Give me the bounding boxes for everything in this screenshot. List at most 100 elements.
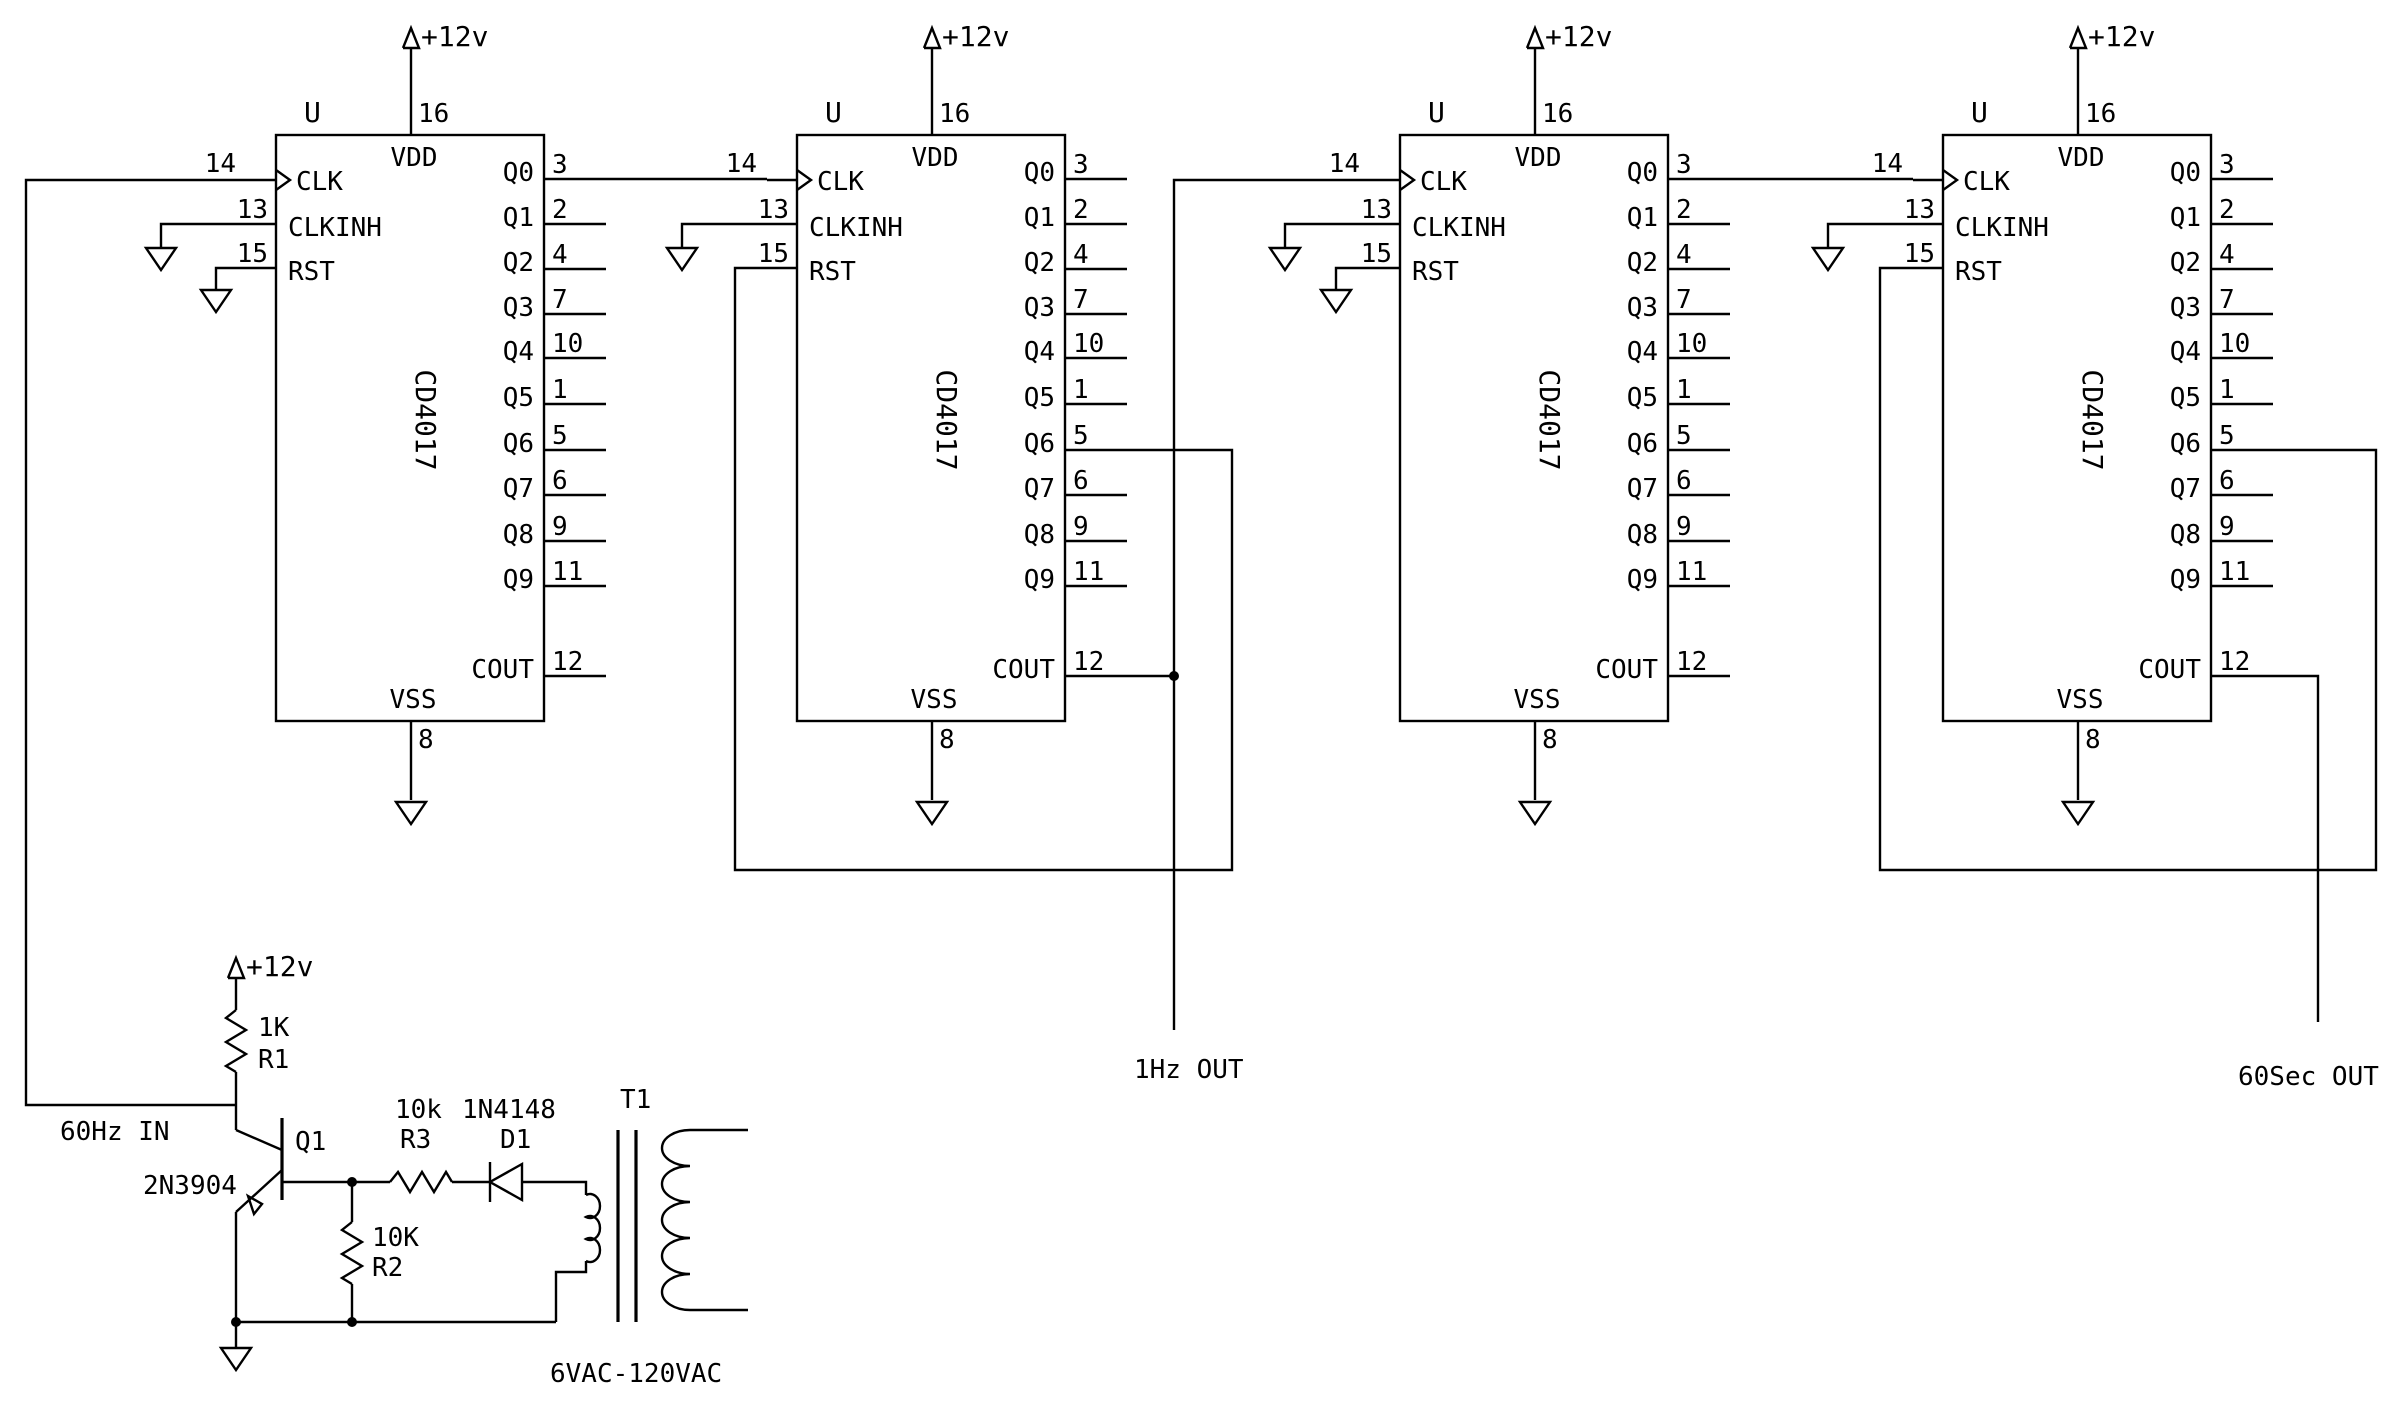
supply-arrow-head [401,24,421,50]
supply-arrow-head [1525,24,1545,50]
output-pin-number: 7 [1676,285,1692,315]
output-pin-number: 5 [2219,421,2235,451]
cout-pin-number: 12 [2219,647,2250,677]
rst-pin-label: RST [1412,257,1459,287]
clk-pin-label: CLK [296,167,343,197]
cout-pin-label: COUT [2138,655,2201,685]
clock-triangle-icon [1399,169,1417,191]
clk-pin-label: CLK [1420,167,1467,197]
output-label-q8: Q8 [1627,520,1658,550]
resistor-r3-icon [389,1169,454,1195]
output-label-q6: Q6 [1627,429,1658,459]
output-label-q2: Q2 [1024,248,1055,278]
q1-emitter-arrow-icon [245,1193,264,1217]
output-label-q2: Q2 [2170,248,2201,278]
chip-ref-label: U [1971,96,1988,129]
vss-pin-number: 8 [939,725,955,755]
chip-ref-label: U [825,96,842,129]
reset-loop-wire-4 [1878,266,2378,872]
clkinh-ground-wire [1826,222,1943,248]
power-symbols: +12v+12v+12v+12v+12v [143,20,2155,1373]
clock-input-wire [24,178,246,1107]
output-pin-number: 3 [2219,150,2235,180]
output-label-q1: Q1 [1627,203,1658,233]
output-label-q2: Q2 [503,248,534,278]
ground-icon [218,1346,254,1373]
output-label-q1: Q1 [1024,203,1055,233]
output-pin-number: 11 [1676,557,1707,587]
output-label-q0: Q0 [2170,158,2201,188]
clk-pin-label: CLK [1963,167,2010,197]
ground-triangle [198,288,234,315]
output-label-q4: Q4 [1627,337,1658,367]
output-pin-number: 5 [1073,421,1089,451]
rst-pin-number: 15 [758,239,789,269]
output-pin-number: 2 [1073,195,1089,225]
output-pin-number: 6 [1073,466,1089,496]
supply-arrow-head [2068,24,2088,50]
output-pin-number: 10 [1073,329,1104,359]
output-label-q9: Q9 [1024,565,1055,595]
ground-icon [1810,246,1846,273]
output-pin-number: 4 [552,240,568,270]
output-label-q9: Q9 [503,565,534,595]
output-label-q8: Q8 [2170,520,2201,550]
vss-pin-label: VSS [390,685,437,715]
t1-ref-label: T1 [620,1085,651,1115]
clkinh-pin-number: 13 [237,195,268,225]
clkinh-ground-wire [680,222,797,248]
ground-icon [1318,288,1354,315]
supply-voltage-label: +12v [1545,20,1612,53]
output-label-q7: Q7 [1024,474,1055,504]
output-pin-number: 7 [2219,285,2235,315]
r2-value-label: 10K [372,1223,419,1253]
r2-ref-label: R2 [372,1253,403,1283]
output-label-q5: Q5 [1627,383,1658,413]
clk-pin-label: CLK [817,167,864,197]
output-pin-number: 7 [552,285,568,315]
chip-ref-label: U [304,96,321,129]
output-label-q8: Q8 [1024,520,1055,550]
t1-bottom-lead [554,1261,588,1322]
input-signal-label: 60Hz IN [60,1117,170,1147]
ground-icon [2060,800,2096,827]
r1-value-label: 1K [258,1013,290,1043]
r3-ref-label: R3 [400,1125,431,1155]
rst-ground-wire-1 [214,266,276,290]
ground-triangle [1318,288,1354,315]
output-label-q7: Q7 [2170,474,2201,504]
t1-rating-label: 6VAC-120VAC [550,1359,722,1389]
output-label-q0: Q0 [1024,158,1055,188]
output-pin-number: 1 [552,375,568,405]
output-label-q5: Q5 [1024,383,1055,413]
supply-arrow-head [226,954,246,980]
q1-part-label: 2N3904 [143,1171,237,1201]
input-circuit: 1KR1Q12N390410KR210kR31N4148D1T16VAC-120… [143,1000,748,1389]
output-pin-number: 11 [1073,557,1104,587]
q1-collector [235,1128,283,1152]
output-pin-number: 10 [2219,329,2250,359]
wires [24,177,2378,1107]
output-pin-number: 10 [552,329,583,359]
supply-arrow-icon: +12v [401,20,488,90]
output-pin-number: 6 [1676,466,1692,496]
cout-pin-number: 12 [552,647,583,677]
output-label-q9: Q9 [2170,565,2201,595]
transformer-t1-icon: T1 6VAC-120VAC [550,1085,748,1389]
output-pin-number: 2 [1676,195,1692,225]
vdd-pin-number: 16 [418,99,449,129]
output-label-q6: Q6 [503,429,534,459]
d1-ref-label: D1 [500,1125,531,1155]
output-label-q3: Q3 [1024,293,1055,323]
output-label-q3: Q3 [503,293,534,323]
clkinh-pin-number: 13 [1361,195,1392,225]
output-label-q7: Q7 [1627,474,1658,504]
vss-pin-number: 8 [1542,725,1558,755]
chip-part-label: CD4017 [409,369,442,470]
clk-pin-number: 14 [1329,149,1360,179]
clk-pin-number: 14 [1872,149,1903,179]
ground-icon [1517,800,1553,827]
q1-emitter [235,1169,283,1213]
